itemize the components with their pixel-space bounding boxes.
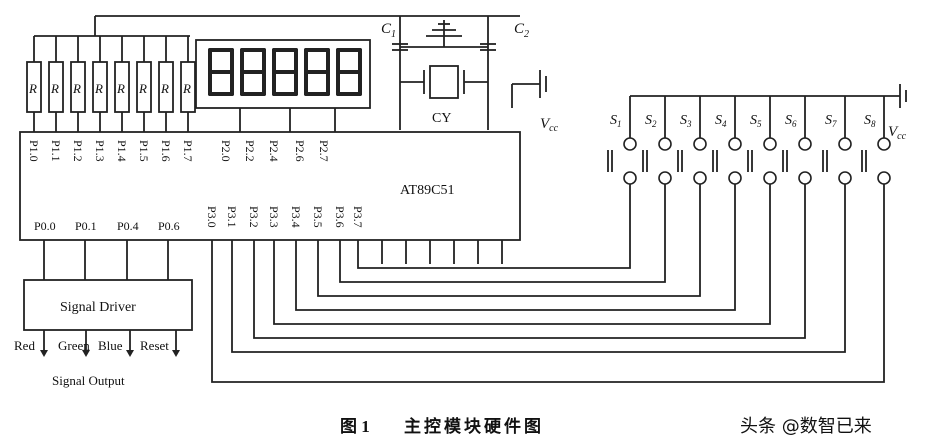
resistor: R xyxy=(136,36,152,132)
resistor-label: R xyxy=(50,81,59,96)
pin-label-p1: P1.4 xyxy=(115,140,129,162)
crystal-label: CY xyxy=(432,111,451,126)
resistor: R xyxy=(48,36,64,132)
driver-output-label: Blue xyxy=(98,338,123,353)
pin-label-p1: P1.3 xyxy=(93,140,107,162)
push-switch: S8 xyxy=(861,96,891,200)
pin-label-p3: P3.2 xyxy=(247,206,261,228)
digit xyxy=(272,48,298,96)
pin-label-p1: P1.7 xyxy=(181,140,195,162)
switch-label: S2 xyxy=(645,113,657,129)
switch-label: S8 xyxy=(864,113,876,129)
resistor-label: R xyxy=(138,81,147,96)
pin-label-p3: P3.3 xyxy=(267,206,281,228)
pin-label-p1: P1.0 xyxy=(27,140,41,162)
pin-label-p3: P3.6 xyxy=(333,206,347,228)
digit xyxy=(208,48,234,96)
pin-label-p1: P1.6 xyxy=(159,140,173,162)
resistor-label: R xyxy=(160,81,169,96)
vcc-supply-left: Vcc xyxy=(511,70,559,134)
seven-segment-display xyxy=(195,39,371,132)
figure-title: 主控模块硬件图 xyxy=(404,416,544,436)
digit xyxy=(304,48,330,96)
pin-label-p1: P1.2 xyxy=(71,140,85,162)
push-switch: S5 xyxy=(747,96,777,200)
resistor-label: R xyxy=(28,81,37,96)
resistor: R xyxy=(158,36,174,132)
resistor-label: R xyxy=(116,81,125,96)
switch-label: S5 xyxy=(750,113,762,129)
pin-label-p2: P2.7 xyxy=(317,140,331,162)
resistor: R xyxy=(114,36,130,132)
vcc-label-left: Vcc xyxy=(540,116,559,134)
push-switch: S7 xyxy=(822,96,852,200)
push-switch: S6 xyxy=(782,96,812,200)
vcc-label-right: Vcc xyxy=(888,124,907,142)
signal-driver: Signal Driver Red Green Blue Reset Signal O… xyxy=(14,279,193,388)
pin-label-p0: P0.1 xyxy=(75,219,97,233)
pin-label-p3: P3.5 xyxy=(311,206,325,228)
resistor: R xyxy=(92,36,108,132)
pin-label-p2: P2.4 xyxy=(267,140,281,162)
watermark: 头条 @数智已来 xyxy=(740,416,872,437)
figure-caption: 图 1 主控模块硬件图 xyxy=(340,416,544,436)
resistor: R xyxy=(70,36,86,132)
p3-switch-wiring xyxy=(211,200,885,383)
chip-name: AT89C51 xyxy=(400,183,454,198)
push-switch: S2 xyxy=(642,96,672,200)
switch-label: S4 xyxy=(715,113,727,129)
resistor-label: R xyxy=(94,81,103,96)
resistor-label: R xyxy=(72,81,81,96)
pin-label-p1: P1.5 xyxy=(137,140,151,162)
pin-label-p2: P2.0 xyxy=(219,140,233,162)
switch-label: S6 xyxy=(785,113,797,129)
switch-array: Vcc S1 S2 S3 S4 S5 S6 S7 S8 xyxy=(607,84,907,200)
c2-label: C2 xyxy=(514,21,529,40)
pin-label-p0: P0.0 xyxy=(34,219,56,233)
driver-output-label: Red xyxy=(14,338,35,353)
signal-output-caption: Signal Output xyxy=(52,373,125,388)
push-switch: S1 xyxy=(607,96,637,200)
push-switch: S3 xyxy=(677,96,707,200)
at89c51-chip: AT89C51 P1.0 P1.1 P1.2 P1.3 P1.4 P1.5 P1.6 P1.7… xyxy=(19,131,521,280)
switch-label: S7 xyxy=(825,113,837,129)
pin-label-p2: P2.2 xyxy=(243,140,257,162)
resistor: R xyxy=(26,36,42,132)
switch-label: S3 xyxy=(680,113,692,129)
pin-label-p2: P2.6 xyxy=(293,140,307,162)
pin-label-p3: P3.1 xyxy=(225,206,239,228)
c1-label: C1 xyxy=(381,21,396,40)
crystal-oscillator: C1 C2 CY xyxy=(381,16,529,130)
switch-label: S1 xyxy=(610,113,622,129)
figure-number: 图 1 xyxy=(340,417,370,436)
pin-label-p1: P1.1 xyxy=(49,140,63,162)
pin-label-p3: P3.4 xyxy=(289,206,303,228)
push-switch: S4 xyxy=(712,96,742,200)
driver-label: Signal Driver xyxy=(60,300,136,315)
pin-label-p0: P0.4 xyxy=(117,219,139,233)
resistor: R xyxy=(180,36,196,132)
pin-label-p3: P3.0 xyxy=(205,206,219,228)
driver-output-label: Reset xyxy=(140,338,169,353)
pin-label-p0: P0.6 xyxy=(158,219,180,233)
driver-output-label: Green xyxy=(58,338,90,353)
digit xyxy=(336,48,362,96)
pin-label-p3: P3.7 xyxy=(351,206,365,228)
resistor-label: R xyxy=(182,81,191,96)
digit xyxy=(240,48,266,96)
